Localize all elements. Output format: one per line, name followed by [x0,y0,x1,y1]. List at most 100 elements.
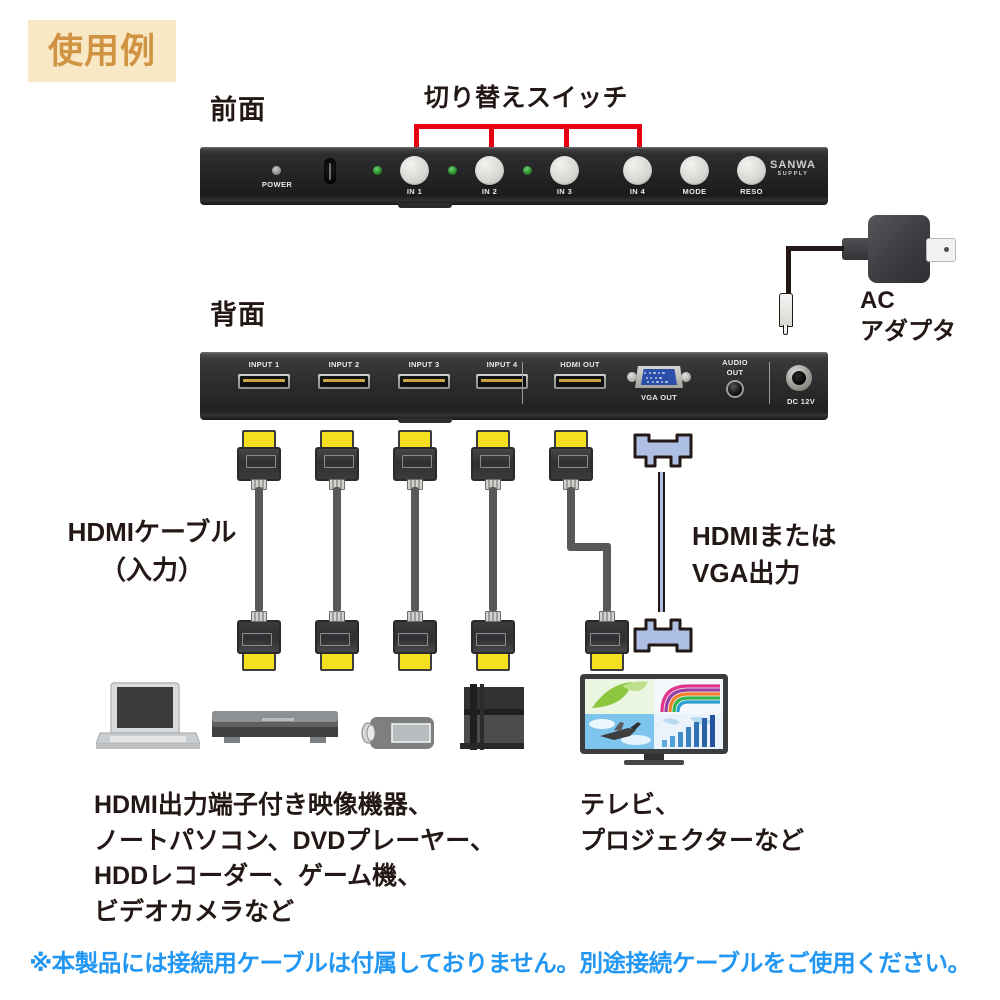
hdmi-cable-1 [255,487,263,612]
hdmi-connector-bottom-3 [393,607,437,671]
ac-adapter-prong-icon [926,238,956,262]
port-dc-label: DC 12V [786,397,816,406]
source-devices-caption-line4: ビデオカメラなど [94,897,295,926]
hdmi-cable-2 [333,487,341,612]
ac-adapter-label: AC アダプタ [860,285,956,347]
dc-plug-icon [779,293,793,335]
button-in-1[interactable] [400,156,429,185]
button-reso-label: RESO [740,187,763,196]
button-in-3[interactable] [550,156,579,185]
port-input-3[interactable] [398,374,450,389]
hdmi-connector-bottom-1 [237,607,281,671]
usage-example-badge-label: 使用例 [47,31,156,71]
display-devices-caption: テレビ、 プロジェクターなど [580,788,804,859]
hdmi-connector-bottom-2 [315,607,359,671]
port-input-2-label: INPUT 2 [328,360,360,369]
power-label: POWER [261,180,293,189]
dvd-player-icon [210,709,340,747]
port-dc-power[interactable] [786,365,812,391]
ac-adapter-label-line1: AC [860,287,895,314]
source-devices-caption: HDMI出力端子付き映像機器、 ノートパソコン、DVDプレーヤー、 HDDレコー… [94,788,495,930]
source-devices-caption-line3: HDDレコーダー、ゲーム機、 [94,862,423,890]
hdmi-cable-3 [411,487,419,612]
button-in-1-label: IN 1 [406,187,423,196]
callout-bracket-bar [414,124,642,129]
hdmi-input-cable-label-line2: （入力） [99,554,204,585]
source-devices-caption-line2: ノートパソコン、DVDプレーヤー、 [94,826,496,855]
hdmi-connector-top-1 [237,430,281,494]
port-vga-out-label: VGA OUT [641,393,677,402]
button-in-4-label: IN 4 [629,187,646,196]
television-icon [578,672,730,768]
camcorder-icon [358,714,436,752]
power-led [272,166,281,175]
usage-example-badge: 使用例 [28,20,176,82]
ac-adapter-label-line2: アダプタ [860,318,956,346]
vga-connector-bottom [632,608,694,654]
hdmi-connector-bottom-4 [471,607,515,671]
game-console-icon [456,681,528,753]
ac-wire-vertical [786,246,791,296]
sanwa-supply-logo: SANWA SUPPLY [770,160,816,178]
laptop-icon [95,681,201,755]
front-panel-base [200,196,828,205]
port-vga-out[interactable] [627,366,691,388]
callout-bracket-leg-1 [414,124,419,162]
port-audio-out[interactable] [728,382,742,396]
hdmi-cable-out-lower [603,543,611,613]
hdmi-input-cable-label-line1: HDMIケーブル [67,517,237,547]
front-section-label: 前面 [210,95,266,125]
port-input-4-label: INPUT 4 [486,360,518,369]
port-hdmi-out[interactable] [554,374,606,389]
hdmi-connector-top-4 [471,430,515,494]
hdmi-connector-top-out [549,430,593,494]
hdmi-cable-out-upper [567,487,575,549]
callout-bracket-leg-4 [637,124,642,162]
port-audio-out-label-line2: OUT [726,368,744,377]
port-input-1-label: INPUT 1 [248,360,280,369]
ac-adapter-neck [842,238,872,260]
switch-callout-label: 切り替えスイッチ [424,84,629,112]
input-led-3 [523,166,532,175]
callout-bracket-leg-3 [564,124,569,162]
callout-bracket-leg-2 [489,124,494,162]
port-input-2[interactable] [318,374,370,389]
button-in-3-label: IN 3 [556,187,573,196]
button-in-2-label: IN 2 [481,187,498,196]
button-in-4[interactable] [623,156,652,185]
hdmi-input-cable-label: HDMIケーブル （入力） [52,514,252,589]
input-led-1 [373,166,382,175]
rear-panel-foot [398,418,452,423]
ac-adapter-body [868,215,930,283]
vga-cable [658,472,665,612]
hdmi-connector-top-3 [393,430,437,494]
port-input-4[interactable] [476,374,528,389]
port-input-3-label: INPUT 3 [408,360,440,369]
rear-panel: INPUT 1 INPUT 2 INPUT 3 INPUT 4 HDMI OUT [200,352,828,414]
port-audio-out-label-line1: AUDIO [722,358,748,367]
footer-disclaimer: ※本製品には接続用ケーブルは付属しておりません。別途接続ケーブルをご使用ください… [29,950,971,976]
input-led-2 [448,166,457,175]
brand-name: SANWA [770,159,816,171]
rear-section-label: 背面 [210,300,266,330]
hdmi-connector-bottom-out [585,607,629,671]
hdmi-output-cable-label-line2: VGA出力 [692,557,801,588]
button-in-2[interactable] [475,156,504,185]
port-hdmi-out-label: HDMI OUT [560,360,600,369]
rear-panel-base [200,411,828,420]
vga-connector-top [632,432,694,478]
display-devices-caption-line1: テレビ、 [580,791,681,819]
hdmi-cable-out-jog [567,543,611,551]
button-reso[interactable] [737,156,766,185]
ir-receiver-icon [324,158,336,184]
hdmi-output-cable-label: HDMIまたは VGA出力 [692,518,836,592]
brand-subtitle: SUPPLY [777,171,809,177]
front-panel-foot [398,203,452,208]
hdmi-output-cable-label-line1: HDMIまたは [692,521,837,551]
button-mode[interactable] [680,156,709,185]
port-input-1[interactable] [238,374,290,389]
ac-wire-horizontal [786,246,844,251]
rear-panel-divider-2 [769,362,771,404]
button-mode-label: MODE [682,187,707,196]
